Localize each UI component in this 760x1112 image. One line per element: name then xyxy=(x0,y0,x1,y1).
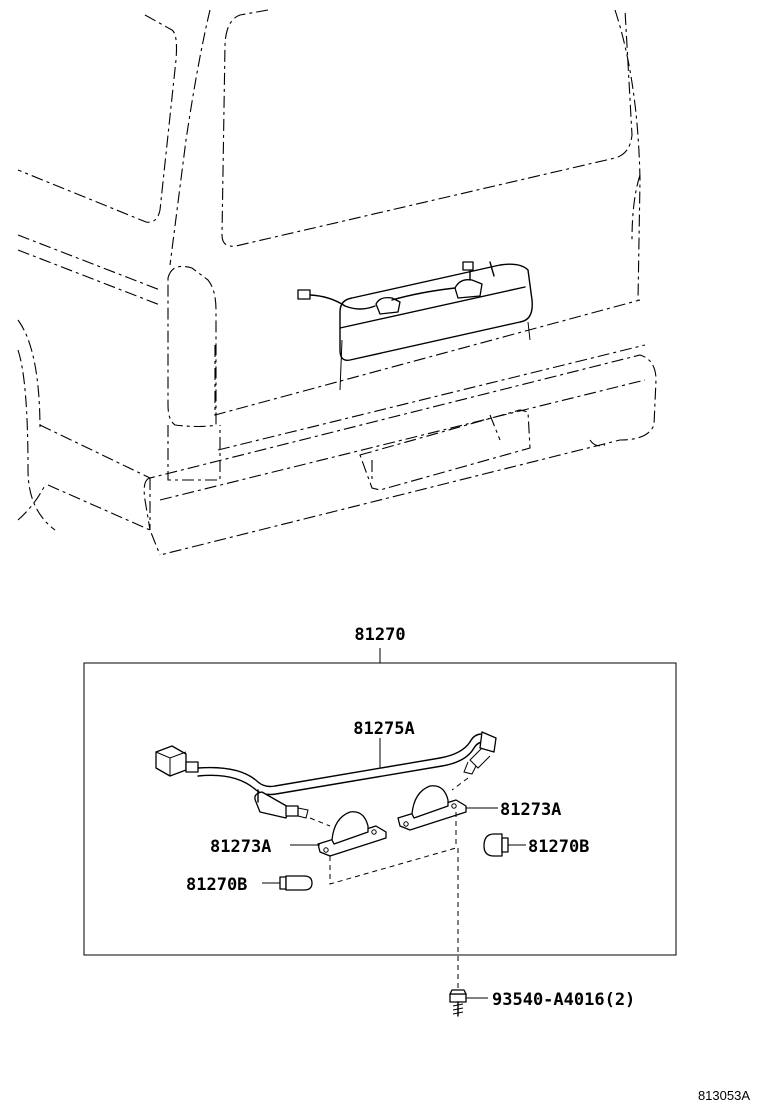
screw-label: 93540-A4016(2) xyxy=(492,990,635,1010)
bulb-left xyxy=(279,875,313,891)
lamp-right-label: 81273A xyxy=(500,800,561,820)
screw xyxy=(449,989,467,1017)
license-garnish-on-vehicle xyxy=(297,261,533,391)
bulb-right xyxy=(483,833,509,857)
assembly-group: 81270 xyxy=(83,625,677,956)
vehicle-outline xyxy=(17,9,657,556)
lamp-left-label: 81273A xyxy=(210,837,271,857)
wire-label: 81275A xyxy=(353,719,414,739)
bulb-right-label: 81270B xyxy=(528,837,589,857)
wire-harness xyxy=(155,731,497,819)
assembly-frame xyxy=(83,662,677,956)
diagram-ref: 813053A xyxy=(698,1088,750,1103)
license-lamp-left xyxy=(317,811,387,857)
assembly-label: 81270 xyxy=(354,625,405,645)
license-lamp-right xyxy=(397,785,467,831)
bulb-left-label: 81270B xyxy=(186,875,247,895)
